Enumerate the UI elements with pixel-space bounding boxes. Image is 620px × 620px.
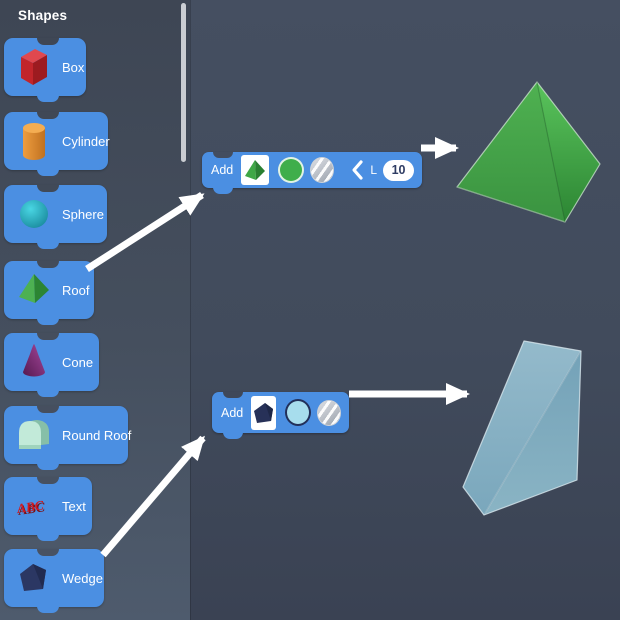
wedge-icon <box>14 554 54 602</box>
add-wedge-block[interactable]: Add <box>212 392 349 439</box>
add-block-label: Add <box>221 405 244 420</box>
add-roof-block[interactable]: Add L 10 <box>202 152 422 194</box>
palette-block-label: Round Roof <box>62 427 132 443</box>
roof-icon <box>245 160 266 180</box>
palette-block-label: Cone <box>62 354 94 370</box>
shapes-palette: Shapes Box Cylind <box>0 0 190 620</box>
palette-block-roof[interactable]: Roof <box>4 261 94 325</box>
palette-block-wedge[interactable]: Wedge <box>4 549 104 613</box>
cone-icon <box>14 338 54 386</box>
collapse-button[interactable] <box>350 159 364 181</box>
shape-picker-wedge[interactable] <box>251 395 277 430</box>
chevron-left-icon <box>352 160 363 180</box>
palette-scrollbar[interactable] <box>181 3 186 162</box>
palette-block-label: Box <box>62 59 85 75</box>
palette-title: Shapes <box>18 8 68 23</box>
palette-block-box[interactable]: Box <box>4 38 86 102</box>
palette-block-label: Sphere <box>62 206 104 222</box>
palette-block-text[interactable]: ABC ABC Text <box>4 477 92 541</box>
box-icon <box>14 43 54 91</box>
add-block-label: Add <box>211 163 234 177</box>
roof-3d-shape[interactable] <box>456 81 601 223</box>
palette-block-label: Roof <box>62 282 90 298</box>
palette-block-label: Wedge <box>62 570 103 586</box>
text-icon: ABC ABC <box>14 482 54 530</box>
wedge-3d-shape[interactable] <box>462 340 582 516</box>
palette-block-sphere[interactable]: Sphere <box>4 185 107 249</box>
shape-picker-roof[interactable] <box>241 155 270 185</box>
cylinder-icon <box>14 117 54 165</box>
length-value-input[interactable]: 10 <box>383 159 414 181</box>
palette-block-cylinder[interactable]: Cylinder <box>4 112 110 176</box>
round-roof-icon <box>14 411 54 459</box>
texture-swatch[interactable] <box>317 399 342 426</box>
color-swatch-green[interactable] <box>278 157 305 183</box>
palette-block-label: Cylinder <box>62 133 110 149</box>
color-swatch-blue[interactable] <box>285 399 312 426</box>
sphere-icon <box>14 190 54 238</box>
wedge-icon <box>254 402 274 423</box>
texture-swatch[interactable] <box>310 157 335 183</box>
svg-text:ABC: ABC <box>16 499 47 518</box>
palette-block-cone[interactable]: Cone <box>4 333 99 397</box>
palette-block-label: Text <box>62 498 86 514</box>
roof-icon <box>14 266 54 314</box>
length-param-label: L <box>370 163 378 177</box>
svg-text:ABC: ABC <box>15 497 46 516</box>
palette-block-round-roof[interactable]: Round Roof <box>4 406 132 470</box>
